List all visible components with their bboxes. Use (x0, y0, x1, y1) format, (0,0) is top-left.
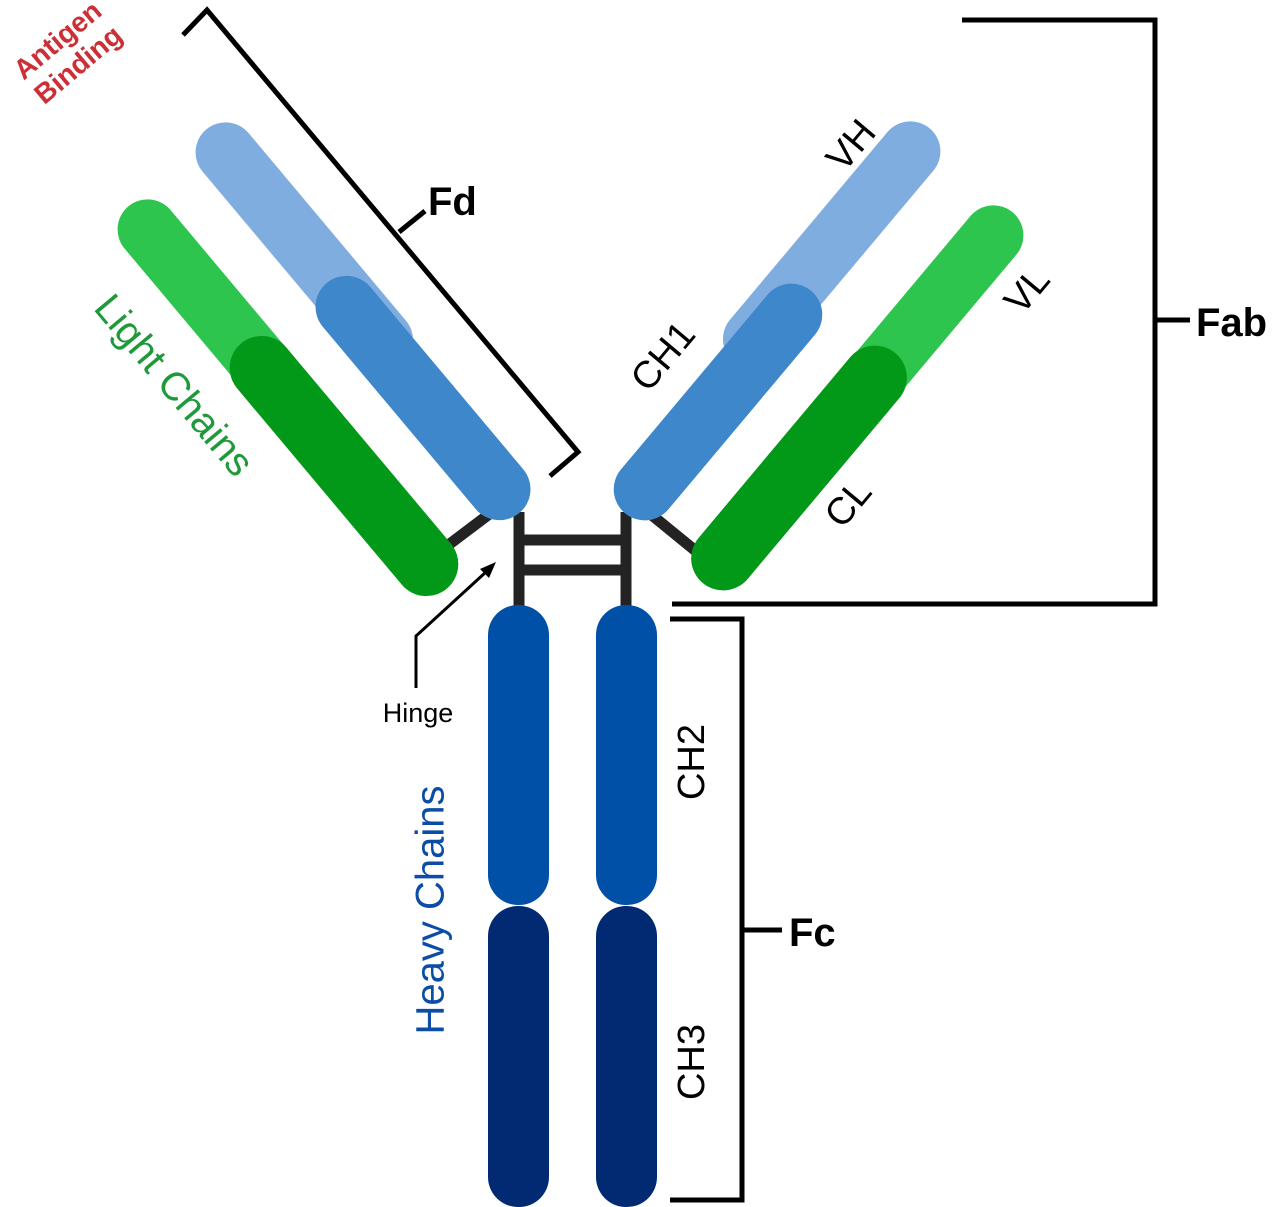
right-vh-binding-notch (995, 55, 1017, 77)
left-cl-domain (229, 335, 459, 597)
fab-bracket (672, 17, 1158, 607)
left-ch1-domain (315, 275, 531, 521)
brackets (181, 6, 1190, 1203)
hinge-pointer (414, 570, 488, 688)
fd-bracket-tick (397, 209, 427, 234)
fd-label: Fd (428, 180, 477, 224)
right-heavy-chain (613, 121, 941, 521)
antigen-binding-label: Antigen Binding (8, 0, 128, 110)
left-ch2-domain (488, 605, 549, 905)
fc-bracket (670, 616, 745, 1203)
hinge-linkers (443, 507, 701, 612)
left-ch3-domain (488, 906, 549, 1207)
hinge-arrow-line (414, 570, 488, 688)
right-light-heavy-link (644, 507, 701, 557)
right-vl-binding-notch (1067, 106, 1089, 128)
right-ch1-domain (613, 283, 823, 521)
left-light-heavy-link (443, 507, 496, 551)
fc-stem (488, 605, 657, 1207)
right-cl-domain (691, 345, 907, 591)
heavy-chains-label: Heavy Chains (409, 785, 453, 1034)
left-vl-binding-notch (62, 110, 84, 132)
left-heavy-chain (195, 122, 531, 521)
right-light-chain (691, 205, 1024, 591)
vl-label: VL (996, 259, 1058, 322)
right-ch2-domain (596, 605, 657, 905)
hinge-arrow-head (480, 562, 496, 578)
fc-label: Fc (789, 911, 836, 955)
antigen-binding-sites (62, 55, 1089, 132)
right-ch3-domain (596, 906, 657, 1207)
fd-bracket (181, 6, 582, 478)
fab-label: Fab (1196, 301, 1267, 345)
ch2-label: CH2 (671, 724, 713, 800)
left-vh-binding-notch (123, 62, 145, 84)
hinge-label: Hinge (383, 698, 454, 728)
left-light-chain (117, 199, 459, 597)
ch3-label: CH3 (671, 1024, 713, 1100)
